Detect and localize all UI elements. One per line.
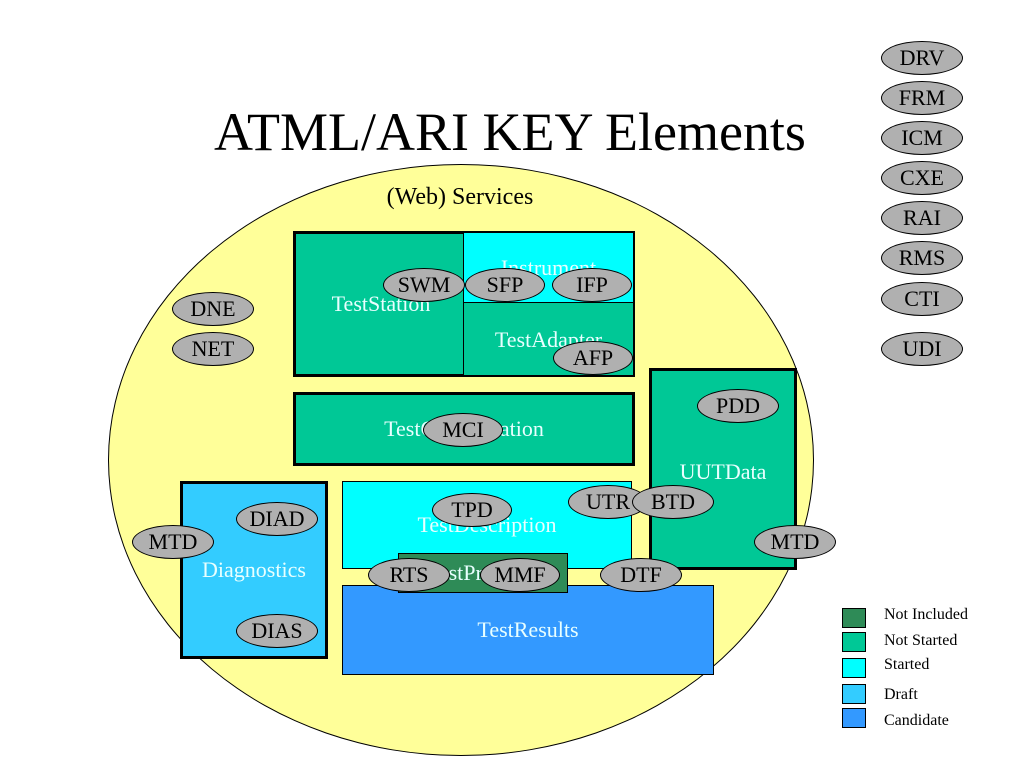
- rai-oval: RAI: [881, 201, 963, 235]
- ifp-oval: IFP: [552, 268, 632, 302]
- mci-oval: MCI: [423, 413, 503, 447]
- legend-swatch-not-started: [842, 632, 866, 652]
- legend-label-not-started: Not Started: [884, 632, 958, 649]
- legend-label-started: Started: [884, 656, 930, 673]
- cti-oval: CTI: [881, 282, 963, 316]
- mtd-left-oval: MTD: [132, 525, 214, 559]
- test-results-box: TestResults: [342, 585, 714, 675]
- afp-oval: AFP: [553, 341, 633, 375]
- legend-label-not-included: Not Included: [884, 606, 968, 623]
- icm-oval: ICM: [881, 121, 963, 155]
- legend: Not Included Not Started Started Draft C…: [842, 606, 1012, 734]
- legend-swatch-draft: [842, 684, 866, 704]
- mmf-oval: MMF: [480, 558, 560, 592]
- dtf-oval: DTF: [600, 558, 682, 592]
- udi-oval: UDI: [881, 332, 963, 366]
- services-label: (Web) Services: [386, 184, 534, 210]
- pdd-oval: PDD: [697, 389, 779, 423]
- rts-oval: RTS: [368, 558, 450, 592]
- mtd-right-oval: MTD: [754, 525, 836, 559]
- rms-oval: RMS: [881, 241, 963, 275]
- diad-oval: DIAD: [236, 502, 318, 536]
- legend-label-draft: Draft: [884, 686, 918, 703]
- dias-oval: DIAS: [236, 614, 318, 648]
- diagnostics-label: Diagnostics: [202, 557, 306, 582]
- btd-oval: BTD: [632, 485, 714, 519]
- legend-swatch-candidate: [842, 708, 866, 728]
- legend-swatch-not-included: [842, 608, 866, 628]
- cxe-oval: CXE: [881, 161, 963, 195]
- frm-oval: FRM: [881, 81, 963, 115]
- dne-oval: DNE: [172, 292, 254, 326]
- net-oval: NET: [172, 332, 254, 366]
- legend-label-candidate: Candidate: [884, 712, 949, 729]
- swm-oval: SWM: [383, 268, 465, 302]
- uut-data-label: UUTData: [679, 459, 767, 484]
- test-results-label: TestResults: [477, 617, 579, 642]
- page-title: ATML/ARI KEY Elements: [214, 102, 806, 162]
- legend-swatch-started: [842, 658, 866, 678]
- drv-oval: DRV: [881, 41, 963, 75]
- tpd-oval: TPD: [432, 493, 512, 527]
- sfp-oval: SFP: [465, 268, 545, 302]
